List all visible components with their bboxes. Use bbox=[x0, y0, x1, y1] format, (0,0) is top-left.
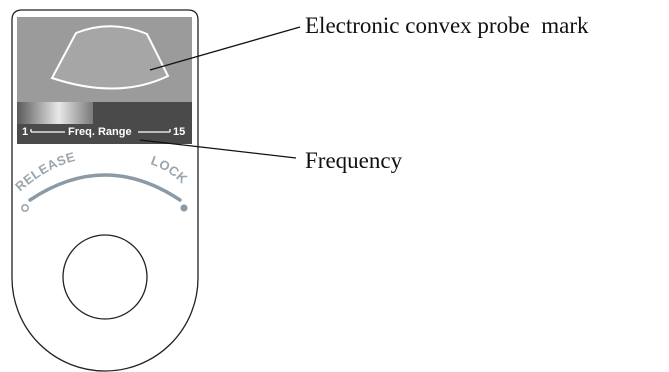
frequency-callout: Frequency bbox=[305, 148, 403, 173]
label-panel: 1 Freq. Range 15 bbox=[17, 17, 192, 144]
release-dot-icon bbox=[21, 204, 29, 212]
lock-dot-icon bbox=[180, 204, 188, 212]
probe-mark-leader bbox=[149, 26, 301, 71]
knob-circle-icon bbox=[62, 234, 148, 320]
freq-range-label: Freq. Range bbox=[68, 126, 132, 138]
lock-arc bbox=[28, 173, 182, 202]
probe-mark-callout: Electronic convex probe mark bbox=[305, 13, 589, 38]
freq-min-label: 1 bbox=[22, 126, 28, 138]
convex-probe-icon bbox=[50, 25, 170, 90]
freq-gradient-bar bbox=[17, 102, 93, 124]
freq-max-label: 15 bbox=[173, 126, 185, 138]
frequency-leader bbox=[139, 139, 297, 159]
